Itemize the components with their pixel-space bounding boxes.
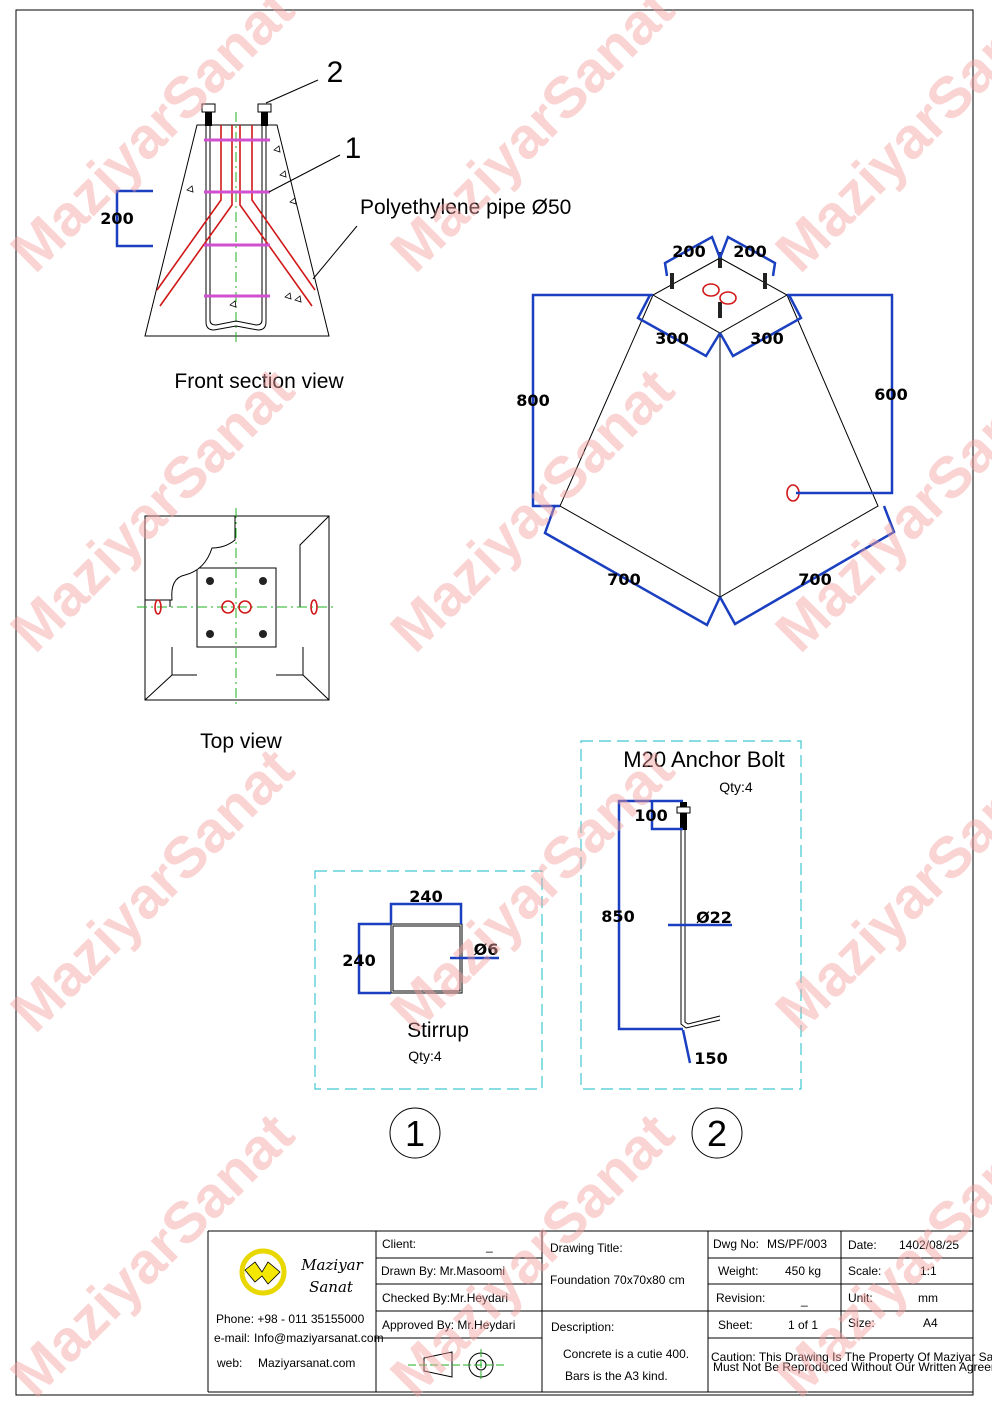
svg-text:Date:: Date: <box>848 1238 877 1252</box>
description-2: Bars is the A3 kind. <box>565 1369 668 1383</box>
front-view-title: Front section view <box>174 370 344 393</box>
callout-1: 1 <box>345 132 362 165</box>
svg-text:web:: web: <box>216 1356 242 1370</box>
stirrup-diameter: Ø6 <box>474 940 499 959</box>
svg-text:MaziyarSanat: MaziyarSanat <box>763 0 992 284</box>
top-outline <box>144 515 330 701</box>
sheet-border <box>15 9 974 1396</box>
company-logo: Maziyar Sanat <box>239 1248 364 1296</box>
dim-800: 800 <box>516 391 549 410</box>
svg-text:MaziyarSanat: MaziyarSanat <box>0 736 306 1044</box>
svg-text:Dwg No:: Dwg No: <box>713 1237 759 1251</box>
svg-text:e-mail:: e-mail: <box>214 1331 250 1345</box>
email: Info@maziyarsanat.com <box>254 1331 384 1345</box>
title-block: Maziyar Sanat Phone: +98 - 011 35155000 … <box>207 1230 992 1393</box>
svg-text:Revision:: Revision: <box>716 1291 765 1305</box>
website: Maziyarsanat.com <box>258 1356 355 1370</box>
foundation-outline <box>144 124 330 337</box>
bolt-length: 850 <box>601 907 634 926</box>
svg-text:Maziyar: Maziyar <box>300 1256 363 1274</box>
top-view: Top view <box>137 508 335 753</box>
svg-text:Drawing Title:: Drawing Title: <box>550 1241 623 1255</box>
date: 1402/08/25 <box>899 1238 959 1252</box>
dim-600: 600 <box>874 385 907 404</box>
stirrup-height: 240 <box>342 951 375 970</box>
drawn-by: Drawn By: Mr.Masoomi <box>381 1264 505 1278</box>
caution-2: Must Not Be Reproduced Without Our Writt… <box>713 1360 992 1374</box>
callout-2: 2 <box>327 56 344 89</box>
dim-700-left: 700 <box>607 570 640 589</box>
svg-text:Description:: Description: <box>551 1320 614 1334</box>
pipe-label: Polyethylene pipe Ø50 <box>360 196 571 219</box>
stirrup-qty: Qty:4 <box>408 1048 442 1064</box>
dim-300-right: 300 <box>750 329 783 348</box>
balloon-2: 2 <box>707 1113 727 1154</box>
bolt-nut-right <box>261 110 268 126</box>
dim-700-right: 700 <box>798 570 831 589</box>
revision: _ <box>800 1293 808 1307</box>
front-section-view: 200 2 1 Polyethylene pipe Ø50 Front sect… <box>100 56 571 393</box>
dim-200-label: 200 <box>100 209 133 228</box>
svg-text:MaziyarSanat: MaziyarSanat <box>378 0 686 284</box>
anchor-bolt-qty: Qty:4 <box>719 779 753 795</box>
dim-200-left: 200 <box>672 242 705 261</box>
scale: 1:1 <box>920 1264 937 1278</box>
rebar-right <box>239 125 316 307</box>
svg-text:Client:: Client: <box>382 1237 416 1251</box>
stirrup-detail: 240 240 Ø6 Stirrup Qty:4 1 <box>314 870 543 1159</box>
svg-text:MaziyarSanat: MaziyarSanat <box>0 0 306 284</box>
dim-200 <box>115 189 153 248</box>
svg-text:Scale:: Scale: <box>848 1264 881 1278</box>
concrete-cutaway <box>144 515 236 601</box>
sheet: 1 of 1 <box>788 1318 818 1332</box>
svg-text:Size:: Size: <box>848 1316 875 1330</box>
dwg-no: MS/PF/003 <box>767 1237 827 1251</box>
phone: Phone: +98 - 011 35155000 <box>216 1312 365 1326</box>
anchor-bolt-detail: M20 Anchor Bolt Qty:4 850 100 Ø22 150 2 <box>580 740 802 1159</box>
projection-symbol-icon <box>408 1349 505 1381</box>
description-1: Concrete is a cutie 400. <box>563 1347 689 1361</box>
approved-by: Approved By: Mr.Heydari <box>382 1318 515 1332</box>
checked-by: Checked By:Mr.Heydari <box>382 1291 508 1305</box>
unit: mm <box>918 1291 938 1305</box>
size: A4 <box>923 1316 938 1330</box>
anchor-bolt-title: M20 Anchor Bolt <box>623 747 784 772</box>
bolt-hook: 150 <box>694 1049 727 1068</box>
balloon-1: 1 <box>405 1113 425 1154</box>
stirrup-title: Stirrup <box>407 1019 469 1042</box>
stirrup-width: 240 <box>409 887 442 906</box>
client: _ <box>485 1239 493 1253</box>
weight: 450 kg <box>785 1264 821 1278</box>
bolt-diameter: Ø22 <box>696 908 732 927</box>
caution-1: Caution: This Drawing Is The Property Of… <box>711 1350 992 1364</box>
dim-200-right: 200 <box>733 242 766 261</box>
isometric-view: 800 600 700 700 300 300 200 200 <box>516 235 908 627</box>
svg-text:Weight:: Weight: <box>718 1264 758 1278</box>
drawing-title: Foundation 70x70x80 cm <box>550 1273 685 1287</box>
bolt-thread: 100 <box>634 806 667 825</box>
rebar-left <box>156 125 233 307</box>
anchor-bolt-u <box>205 125 267 331</box>
dim-300-left: 300 <box>655 329 688 348</box>
svg-text:MaziyarSanat: MaziyarSanat <box>763 736 992 1044</box>
svg-text:MaziyarSanat: MaziyarSanat <box>0 356 306 664</box>
bolt-nut-left <box>205 110 212 126</box>
svg-text:Sanat: Sanat <box>309 1278 354 1296</box>
svg-text:Unit:: Unit: <box>848 1291 873 1305</box>
top-view-title: Top view <box>200 730 283 753</box>
svg-text:Sheet:: Sheet: <box>718 1318 753 1332</box>
